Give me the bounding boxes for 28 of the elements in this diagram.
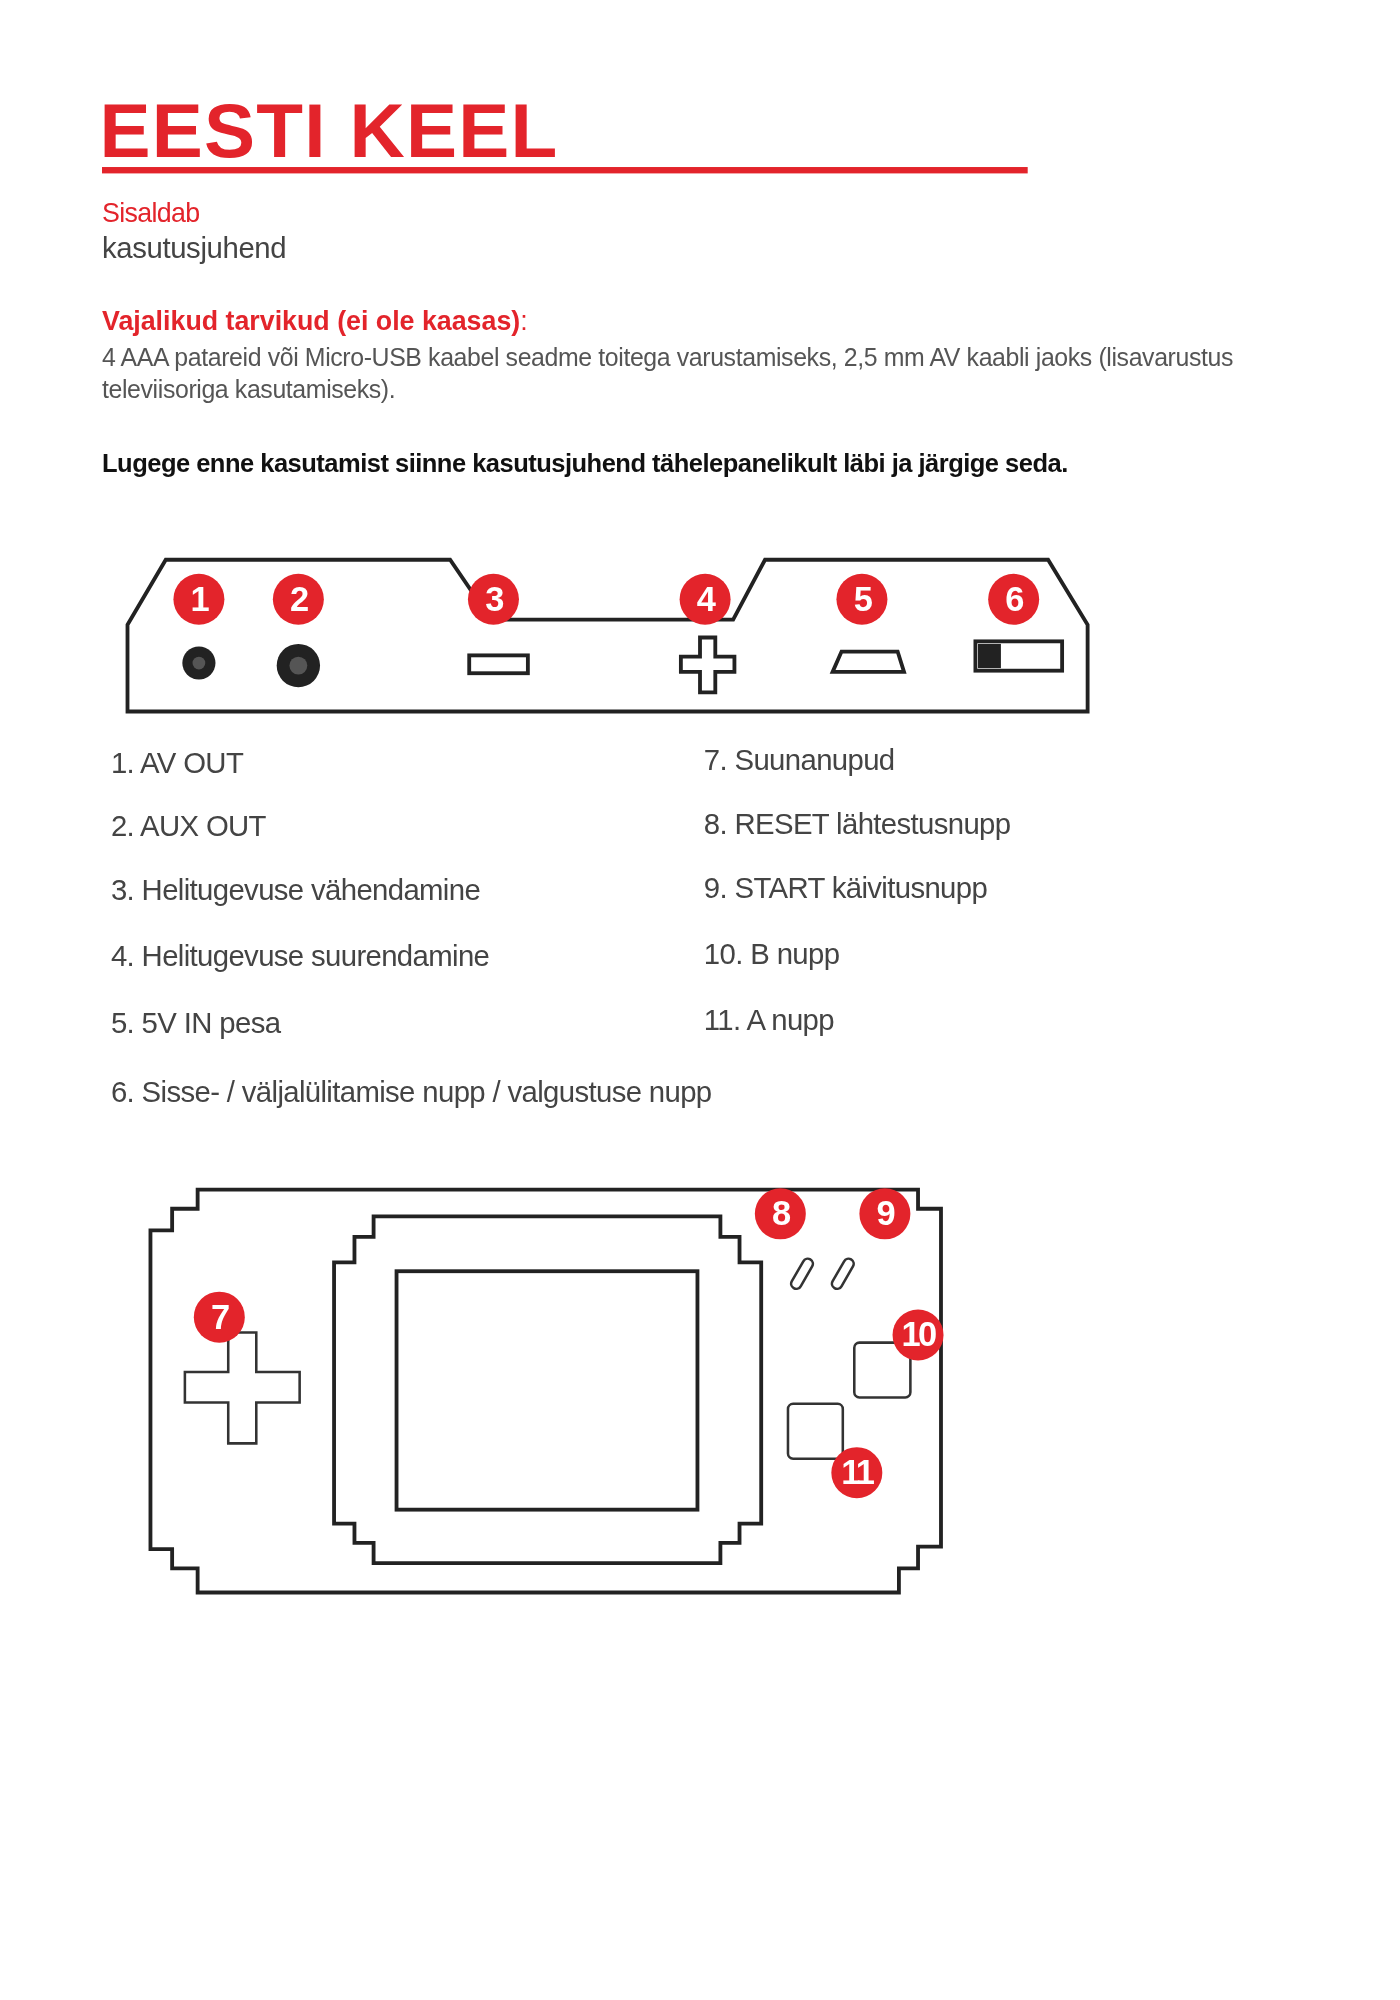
body-text: 4 AAA patareid või Micro-USB kaabel seadme toitega varustamiseks, 2,5 mm AV kaabli jaoks (lisavarustus televiisoriga kasutamiseks). <box>102 342 1235 405</box>
part-list-item: 4. Helitugevuse suurendamine <box>110 939 490 975</box>
part-list-item: 3. Helitugevuse vähendamine <box>110 873 481 908</box>
part-list-item: 6. Sisse- / väljalülitamise nupp / valgustuse nupp <box>110 1074 712 1110</box>
page-title: EESTI KEEL <box>99 87 559 176</box>
part-list-item: 8. RESET lähtestusnupp <box>703 807 1011 842</box>
part-list-item: 10. B nupp <box>703 937 840 972</box>
section-label: Sisaldab <box>102 197 200 229</box>
part-list-item: 9. START käivitusnupp <box>703 870 988 906</box>
part-list-item: 1. AV OUT <box>110 745 244 781</box>
callout-number: 9 <box>859 1188 911 1240</box>
contents-text: kasutusjuhend <box>102 230 287 266</box>
part-list-item: 5. 5V IN pesa <box>110 1006 281 1041</box>
part-list-item: 11. A nupp <box>703 1003 834 1038</box>
callout-number: 3 <box>467 573 519 625</box>
callout-number: 2 <box>272 573 324 625</box>
callout-number: 1 <box>173 573 225 625</box>
instruction-text: Lugege enne kasutamist siinne kasutusjuhend tähelepanelikult läbi ja järgige seda. <box>102 448 1068 479</box>
section-heading: Vajalikud tarvikud (ei ole kaasas): <box>102 306 528 337</box>
callout-number: 5 <box>836 573 888 625</box>
callout-number: 11 <box>831 1447 883 1499</box>
callout-number: 6 <box>988 573 1040 625</box>
callout-number: 8 <box>754 1188 806 1240</box>
callout-number: 10 <box>892 1309 944 1361</box>
callout-number: 7 <box>193 1291 245 1343</box>
part-list-item: 2. AUX OUT <box>110 809 266 845</box>
part-list-item: 7. Suunanupud <box>703 743 895 778</box>
callout-number: 4 <box>679 573 731 625</box>
